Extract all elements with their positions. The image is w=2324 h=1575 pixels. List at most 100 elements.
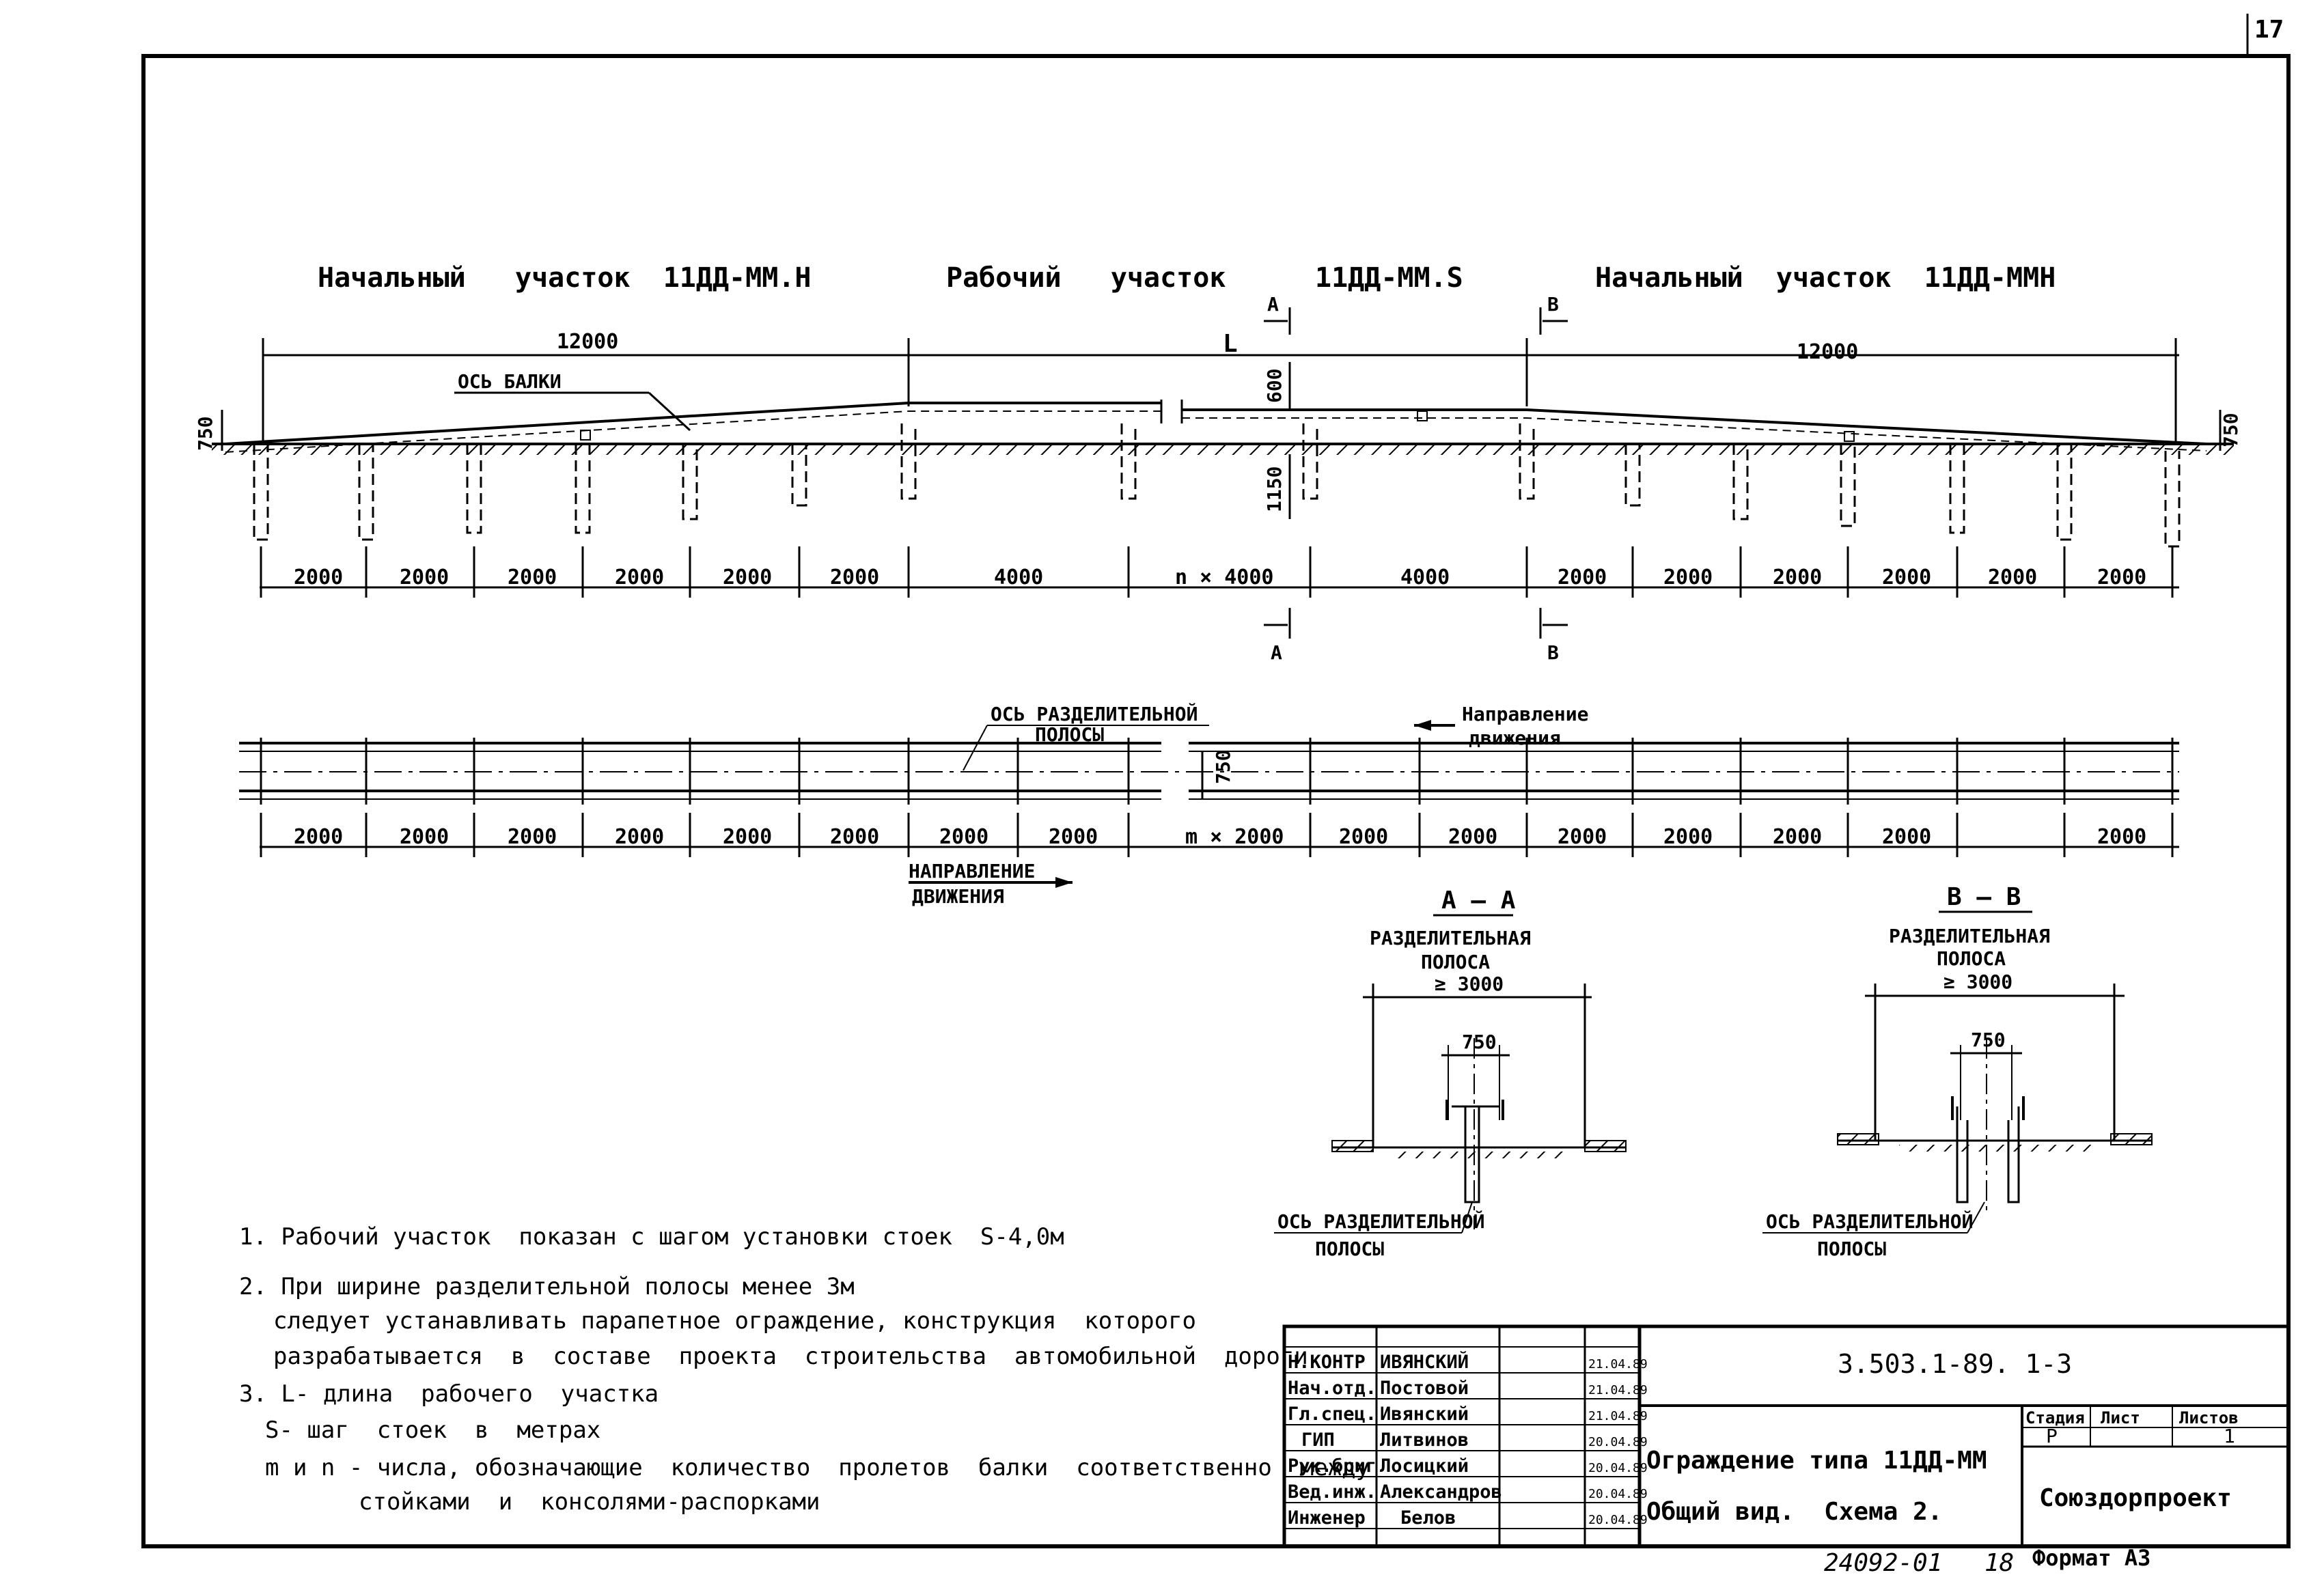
elev-dim-6: 2000 xyxy=(830,566,879,589)
section-aa-inner: 750 xyxy=(1462,1031,1497,1053)
tb-title-line2: Общий вид. Схема 2. xyxy=(1646,1498,1942,1526)
heading-start-right: Начальный участок 11ДД-ММН xyxy=(1595,262,2056,294)
plan-dim-14: 2000 xyxy=(1773,825,1822,849)
tb-name-7: Белов xyxy=(1400,1507,1456,1529)
section-aa: A – A РАЗДЕЛИТЕЛЬНАЯ ПОЛОСА ≥ 3000 750 О… xyxy=(1274,887,1627,1260)
divider-axis-label-1: ОСЬ РАЗДЕЛИТЕЛЬНОЙ xyxy=(991,702,1198,725)
elev-dim-7: 4000 xyxy=(994,566,1043,589)
tb-role-2: Нач.отд. xyxy=(1288,1378,1377,1399)
tb-role-1: Н.КОНТР xyxy=(1288,1352,1366,1373)
tb-role-3: Гл.спец. xyxy=(1288,1404,1377,1425)
plan-dim-6: 2000 xyxy=(830,825,879,849)
plan-dim-12: 2000 xyxy=(1558,825,1607,849)
plan-dim-11: 2000 xyxy=(1448,825,1497,849)
tb-doc-code: 3.503.1-89. 1-3 xyxy=(1838,1349,2072,1379)
section-mark-a-top: A xyxy=(1267,293,1279,316)
tb-date-7: 20.04.89 xyxy=(1588,1513,1648,1527)
tb-sheets: 1 xyxy=(2224,1425,2235,1447)
section-aa-width: ≥ 3000 xyxy=(1435,973,1504,995)
heading-start-left: Начальный участок 11ДД-ММ.Н xyxy=(318,262,811,294)
h750-right: 750 xyxy=(2219,413,2242,447)
dim-L: L xyxy=(1223,330,1238,358)
tb-sheets-header: Листов xyxy=(2179,1408,2239,1427)
direction-bottom-2: ДВИЖЕНИЯ xyxy=(912,885,1004,908)
elev-dim-13: 2000 xyxy=(1882,566,1931,589)
tb-date-1: 21.04.89 xyxy=(1588,1357,1648,1371)
note-3-line3: m и n - числа, обозначающие количество п… xyxy=(265,1454,1370,1481)
plan-dim-2: 2000 xyxy=(400,825,449,849)
direction-top-2: движения xyxy=(1469,727,1561,749)
tb-title-line1: Ограждение типа 11ДД-ММ xyxy=(1646,1447,1987,1475)
tb-name-5: Лосицкий xyxy=(1380,1455,1469,1477)
tb-stage-header: Стадия xyxy=(2025,1408,2085,1427)
tb-date-4: 20.04.89 xyxy=(1588,1435,1648,1449)
tb-role-7: Инженер xyxy=(1288,1507,1366,1529)
section-bb-sub2: ПОЛОСА xyxy=(1937,947,2006,970)
tb-stage: Р xyxy=(2046,1425,2058,1447)
tb-name-4: Литвинов xyxy=(1380,1430,1469,1451)
divider-axis-label-2: ПОЛОСЫ xyxy=(1035,723,1104,746)
elev-dim-15: 2000 xyxy=(2097,566,2146,589)
elev-dim-9: 4000 xyxy=(1400,566,1450,589)
note-2: 2. При ширине разделительной полосы мене… xyxy=(239,1273,855,1300)
plan-dim-15: 2000 xyxy=(1882,825,1931,849)
tb-sheet-header: Лист xyxy=(2101,1408,2140,1427)
notes: 1. Рабочий участок показан с шагом устан… xyxy=(239,1223,1370,1516)
direction-bottom-1: НАПРАВЛЕНИЕ xyxy=(909,860,1035,882)
heading-working: Рабочий участок xyxy=(946,262,1226,294)
elev-dim-14: 2000 xyxy=(1988,566,2037,589)
elev-dim-5: 2000 xyxy=(723,566,772,589)
elev-dim-8: n × 4000 xyxy=(1175,566,1274,589)
heading-working-code: 11ДД-ММ.S xyxy=(1315,262,1463,294)
elev-dim-4: 2000 xyxy=(615,566,664,589)
section-aa-axis1: ОСЬ РАЗДЕЛИТЕЛЬНОЙ xyxy=(1277,1210,1484,1233)
section-aa-axis2: ПОЛОСЫ xyxy=(1315,1238,1384,1260)
h600: 600 xyxy=(1263,368,1286,403)
plan-dim-1: 2000 xyxy=(294,825,343,849)
elev-dim-3: 2000 xyxy=(508,566,557,589)
tb-name-6: Александров xyxy=(1380,1481,1502,1503)
drawing-frame xyxy=(141,54,2291,1548)
plan-dim-5: 2000 xyxy=(723,825,772,849)
plan-dim-7: 2000 xyxy=(939,825,988,849)
title-block: Н.КОНТР ИВЯНСКИЙ 21.04.89 Нач.отд. Посто… xyxy=(1282,1324,2291,1548)
tb-name-2: Постовой xyxy=(1380,1378,1469,1399)
elev-dim-2: 2000 xyxy=(400,566,449,589)
footer-format: Формат А3 xyxy=(2032,1545,2150,1571)
plan-w750: 750 xyxy=(1212,749,1234,784)
note-1: 1. Рабочий участок показан с шагом устан… xyxy=(239,1223,1064,1251)
note-2-line3: разрабатывается в составе проекта строит… xyxy=(273,1343,1308,1370)
note-2-line2: следует устанавливать парапетное огражде… xyxy=(273,1307,1196,1335)
h1150: 1150 xyxy=(1263,466,1286,512)
section-bb: B — B РАЗДЕЛИТЕЛЬНАЯ ПОЛОСА ≥ 3000 750 О… xyxy=(1762,883,2153,1260)
section-bb-axis1: ОСЬ РАЗДЕЛИТЕЛЬНОЙ xyxy=(1766,1210,1973,1233)
plan-dim-13: 2000 xyxy=(1663,825,1713,849)
dim-12000-right: 12000 xyxy=(1797,340,1858,364)
direction-top-1: Направление xyxy=(1462,703,1588,725)
beam-axis-label: ОСЬ БАЛКИ xyxy=(458,370,562,393)
section-mark-a-bottom: A xyxy=(1271,641,1282,664)
note-3-line2: S- шаг стоек в метрах xyxy=(265,1417,600,1444)
tb-name-3: Ивянский xyxy=(1380,1404,1469,1425)
tb-name-1: ИВЯНСКИЙ xyxy=(1380,1351,1469,1373)
tb-date-3: 21.04.89 xyxy=(1588,1409,1648,1423)
plan-dim-16: 2000 xyxy=(2097,825,2146,849)
h750-left: 750 xyxy=(194,416,217,451)
elev-dim-12: 2000 xyxy=(1773,566,1822,589)
section-mark-b-top: B xyxy=(1547,293,1559,316)
footer-inventory: 24092-01 xyxy=(1824,1549,1942,1575)
section-bb-inner: 750 xyxy=(1971,1029,2006,1051)
plan-dim-10: 2000 xyxy=(1339,825,1388,849)
tb-role-4: ГИП xyxy=(1301,1430,1335,1451)
section-bb-title: B — B xyxy=(1947,883,2021,911)
section-mark-b-bottom: B xyxy=(1547,641,1559,664)
elevation-view: 12000 L 12000 ОСЬ БАЛКИ 750 750 600 1150 xyxy=(194,293,2242,664)
footer-copy: 18 xyxy=(1984,1549,2014,1575)
tb-org: Союздорпроект xyxy=(2039,1484,2232,1512)
section-aa-sub2: ПОЛОСА xyxy=(1421,951,1490,973)
section-bb-axis2: ПОЛОСЫ xyxy=(1817,1238,1886,1260)
plan-view: ОСЬ РАЗДЕЛИТЕЛЬНОЙ ПОЛОСЫ Направление дв… xyxy=(239,702,2179,908)
section-aa-title: A – A xyxy=(1441,887,1516,915)
plan-dim-8: 2000 xyxy=(1049,825,1098,849)
